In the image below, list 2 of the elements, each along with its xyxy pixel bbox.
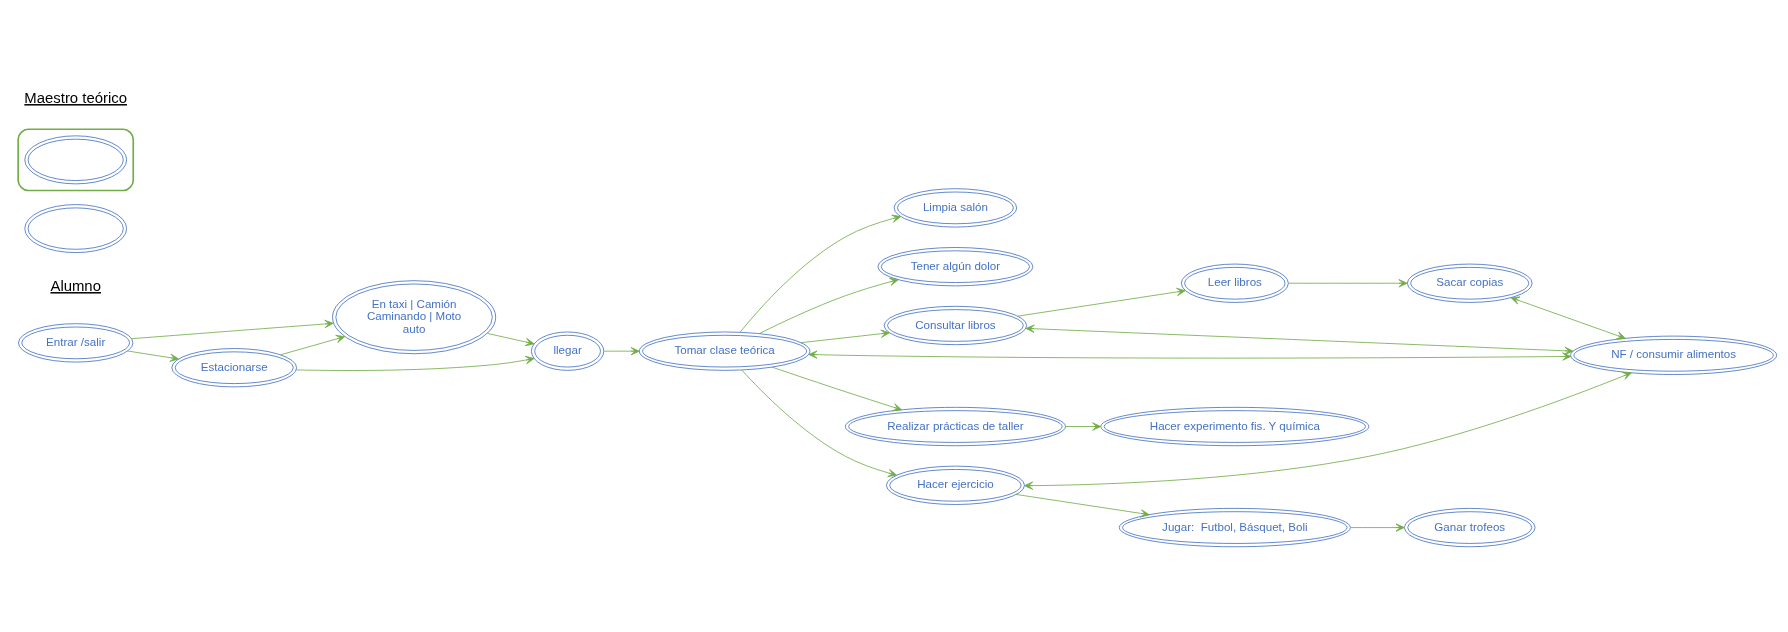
label: Alumno bbox=[50, 278, 101, 295]
label: Maestro teórico bbox=[24, 90, 127, 107]
